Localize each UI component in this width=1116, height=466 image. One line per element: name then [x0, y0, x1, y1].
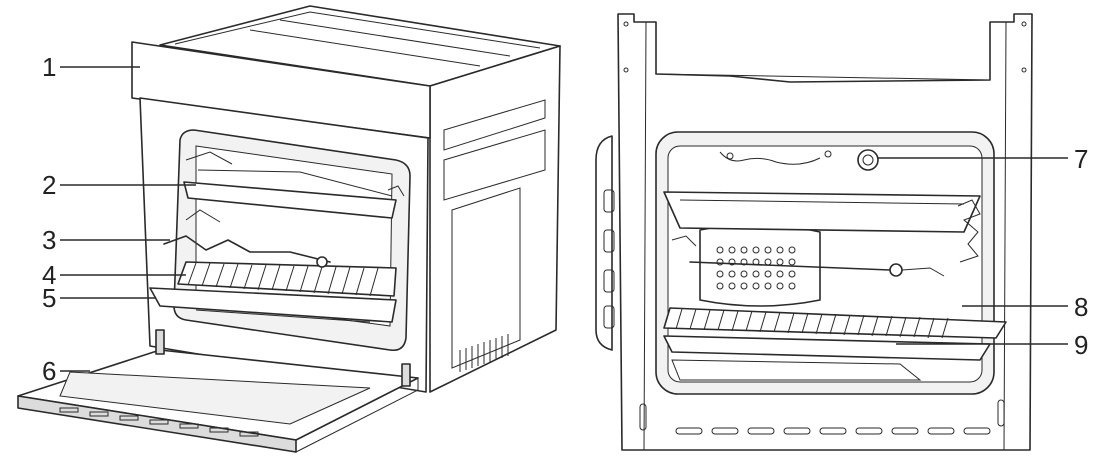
callout-1: 1	[42, 52, 140, 82]
hinge-left	[155, 329, 165, 355]
side-vent	[459, 334, 509, 372]
left-oven	[17, 5, 561, 453]
callout-9: 9	[896, 330, 1088, 360]
right-callouts: 7 8 9	[878, 144, 1088, 360]
callout-8: 8	[962, 292, 1088, 322]
callout-3-label: 3	[42, 225, 56, 255]
temperature-probe	[316, 256, 328, 268]
callout-5: 5	[42, 283, 156, 313]
bottom-vent-slots	[675, 427, 991, 435]
wire-rack-bars	[187, 262, 379, 297]
meat-probe	[689, 261, 891, 271]
callout-7-label: 7	[1074, 144, 1088, 174]
right-wire-rack-bars	[675, 308, 949, 339]
callout-6: 6	[42, 356, 90, 386]
callout-2-label: 2	[42, 170, 56, 200]
callout-8-label: 8	[1074, 292, 1088, 322]
callout-9-label: 9	[1074, 330, 1088, 360]
callout-5-label: 5	[42, 283, 56, 313]
baking-tray-deep	[183, 181, 397, 219]
callout-3: 3	[42, 225, 170, 255]
oven-side-panel	[429, 45, 561, 393]
shelf-support	[163, 235, 331, 263]
callout-7: 7	[878, 144, 1088, 174]
upper-baking-tray	[663, 191, 981, 233]
callout-2: 2	[42, 170, 196, 200]
callout-1-label: 1	[42, 52, 56, 82]
hinge-right	[401, 363, 411, 387]
left-callouts: 1 2 3 4 5 6	[42, 52, 196, 386]
callout-6-label: 6	[42, 356, 56, 386]
right-oven	[595, 13, 1033, 451]
right-wire-rack	[663, 307, 1007, 339]
oven-lamp	[857, 149, 879, 171]
door-vent-slots	[59, 407, 259, 437]
door-glass	[59, 371, 371, 425]
callout-4: 4	[42, 260, 186, 290]
callout-4-label: 4	[42, 260, 56, 290]
lower-baking-tray	[663, 335, 991, 361]
baking-tray-shallow	[149, 287, 397, 323]
